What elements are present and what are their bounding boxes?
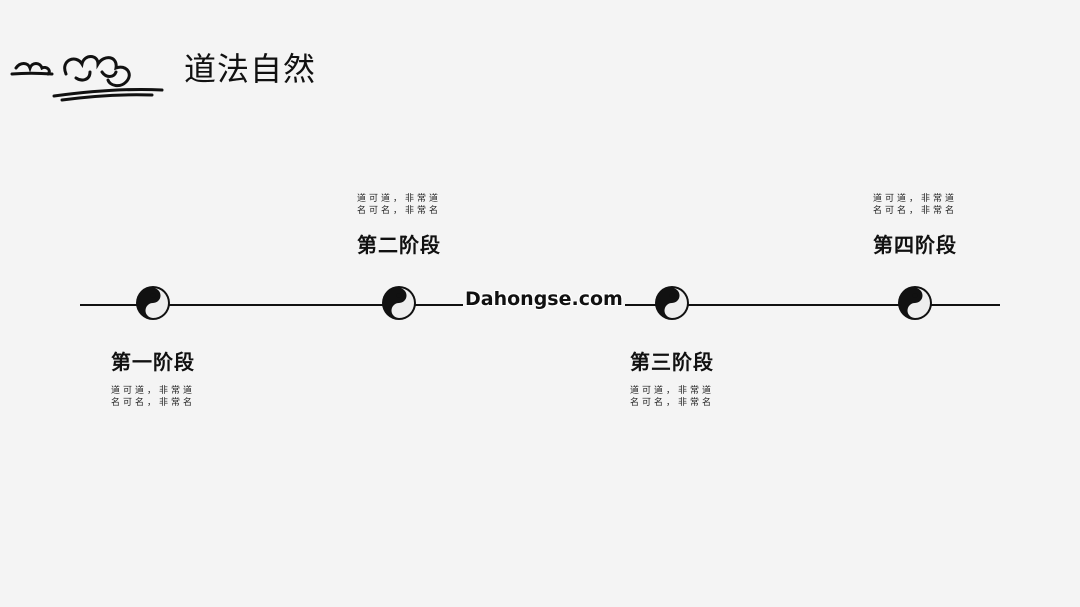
yin-yang-icon <box>654 285 690 321</box>
yin-yang-icon <box>135 285 171 321</box>
stage-1-title: 第一阶段 <box>111 350 195 374</box>
yin-yang-icon <box>381 285 417 321</box>
yin-yang-icon <box>897 285 933 321</box>
stage-1-description: 道可道，非常道 名可名，非常名 <box>93 385 213 409</box>
stage-3-title: 第三阶段 <box>630 350 714 374</box>
stage-3-description: 道可道，非常道 名可名，非常名 <box>612 385 732 409</box>
stage-2-description: 道可道，非常道 名可名，非常名 <box>339 193 459 217</box>
watermark: Dahongse.com <box>463 288 625 310</box>
stage-3-desc-line: 名可名，非常名 <box>629 398 714 408</box>
stage-2-title: 第二阶段 <box>357 233 441 257</box>
stage-4-description: 道可道，非常道 名可名，非常名 <box>855 193 975 217</box>
stage-4-title: 第四阶段 <box>873 233 957 257</box>
stage-3-desc-line: 道可道，非常道 <box>629 386 714 396</box>
stage-2-desc-line: 名可名，非常名 <box>356 206 441 216</box>
stage-1-desc-line: 道可道，非常道 <box>110 386 195 396</box>
stage-4-desc-line: 名可名，非常名 <box>872 206 957 216</box>
stage-4-desc-line: 道可道，非常道 <box>872 194 957 204</box>
auspicious-cloud-icon <box>10 55 164 102</box>
stage-1-desc-line: 名可名，非常名 <box>110 398 195 408</box>
page-title: 道法自然 <box>184 50 317 88</box>
stage-2-desc-line: 道可道，非常道 <box>356 194 441 204</box>
